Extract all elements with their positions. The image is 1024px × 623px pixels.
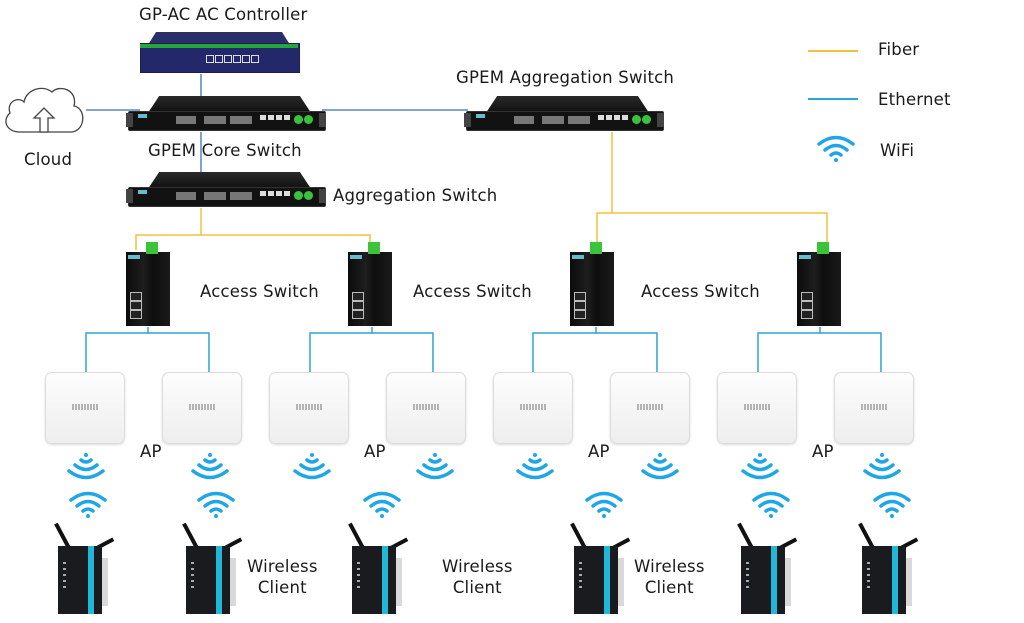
- access-switch: [126, 242, 174, 328]
- ap-wifi-signal-icon: [863, 453, 901, 480]
- wireless-client-label-line1: Wireless: [442, 557, 513, 576]
- access-switch: [797, 242, 845, 328]
- eth-access-2: [309, 327, 373, 372]
- access-point: [269, 372, 349, 444]
- client-wifi-signal-icon: [585, 491, 623, 518]
- legend-wifi-label: WiFi: [880, 141, 915, 160]
- wireless-client: [348, 522, 414, 614]
- eth-access-1: [85, 327, 149, 372]
- fiber-right-tree-2: [612, 212, 828, 242]
- access-point: [45, 372, 125, 444]
- access-point: [162, 372, 242, 444]
- wireless-client-label: Wireless Client: [634, 556, 705, 598]
- access-point: [834, 372, 914, 444]
- wireless-client-label: Wireless Client: [442, 556, 513, 598]
- ap-label: AP: [364, 442, 386, 461]
- ap-label: AP: [140, 442, 162, 461]
- legend-ethernet-label: Ethernet: [878, 90, 951, 109]
- legend-ethernet-line: [808, 98, 858, 100]
- aggregation-switch-left-label: Aggregation Switch: [333, 186, 498, 205]
- eth-access-4: [757, 327, 821, 372]
- wireless-client: [858, 522, 924, 614]
- access-switch-label: Access Switch: [641, 282, 760, 301]
- ap-wifi-signal-icon: [741, 453, 779, 480]
- ap-wifi-signal-icon: [416, 453, 454, 480]
- wireless-client: [54, 522, 120, 614]
- cloud-label: Cloud: [24, 150, 73, 169]
- client-wifi-signal-icon: [363, 491, 401, 518]
- eth-access-4b: [820, 332, 882, 372]
- cloud: [0, 80, 90, 140]
- access-switch-label: Access Switch: [413, 282, 532, 301]
- access-point: [610, 372, 690, 444]
- wireless-client-label-line1: Wireless: [634, 557, 705, 576]
- aggregation-switch-right-label: GPEM Aggregation Switch: [456, 68, 675, 87]
- aggregation-switch-right: [464, 96, 664, 132]
- fiber-left-tree-2: [201, 234, 371, 250]
- wireless-client-label-line2: Client: [257, 578, 307, 597]
- ap-wifi-signal-icon: [293, 453, 331, 480]
- access-switch-label: Access Switch: [200, 282, 319, 301]
- wireless-client-label-line2: Client: [644, 578, 694, 597]
- client-wifi-signal-icon: [873, 491, 911, 518]
- cloud-icon: [5, 87, 84, 133]
- wireless-client: [737, 522, 803, 614]
- wireless-client: [182, 522, 248, 614]
- fiber-right-tree: [596, 132, 613, 242]
- ap-wifi-signal-icon: [67, 453, 105, 480]
- legend-fiber-line: [808, 50, 858, 52]
- eth-access-2b: [372, 332, 434, 372]
- ap-wifi-signal-icon: [516, 453, 554, 480]
- ap-label: AP: [812, 442, 834, 461]
- ap-label: AP: [588, 442, 610, 461]
- wireless-client-label: Wireless Client: [247, 556, 318, 598]
- access-switch: [348, 242, 396, 328]
- ac-controller: [140, 32, 300, 74]
- client-wifi-signal-icon: [752, 491, 790, 518]
- eth-access-3b: [596, 332, 658, 372]
- client-wifi-signal-icon: [197, 491, 235, 518]
- aggregation-switch-left: [126, 172, 326, 208]
- ap-wifi-signal-icon: [191, 453, 229, 480]
- access-point: [493, 372, 573, 444]
- client-wifi-signal-icon: [69, 491, 107, 518]
- legend-fiber-label: Fiber: [878, 40, 920, 59]
- wireless-client: [570, 522, 636, 614]
- eth-access-1b: [148, 332, 210, 372]
- eth-access-3: [532, 327, 597, 372]
- controller-label: GP-AC AC Controller: [139, 5, 308, 24]
- access-point: [717, 372, 797, 444]
- wireless-client-label-line1: Wireless: [247, 557, 318, 576]
- access-switch: [570, 242, 618, 328]
- access-point: [386, 372, 466, 444]
- fiber-left-tree: [135, 208, 202, 250]
- ap-wifi-signal-icon: [641, 453, 679, 480]
- core-switch: [126, 96, 326, 132]
- legend-wifi-icon: [817, 135, 855, 162]
- core-switch-label: GPEM Core Switch: [148, 141, 302, 160]
- wireless-client-label-line2: Client: [452, 578, 502, 597]
